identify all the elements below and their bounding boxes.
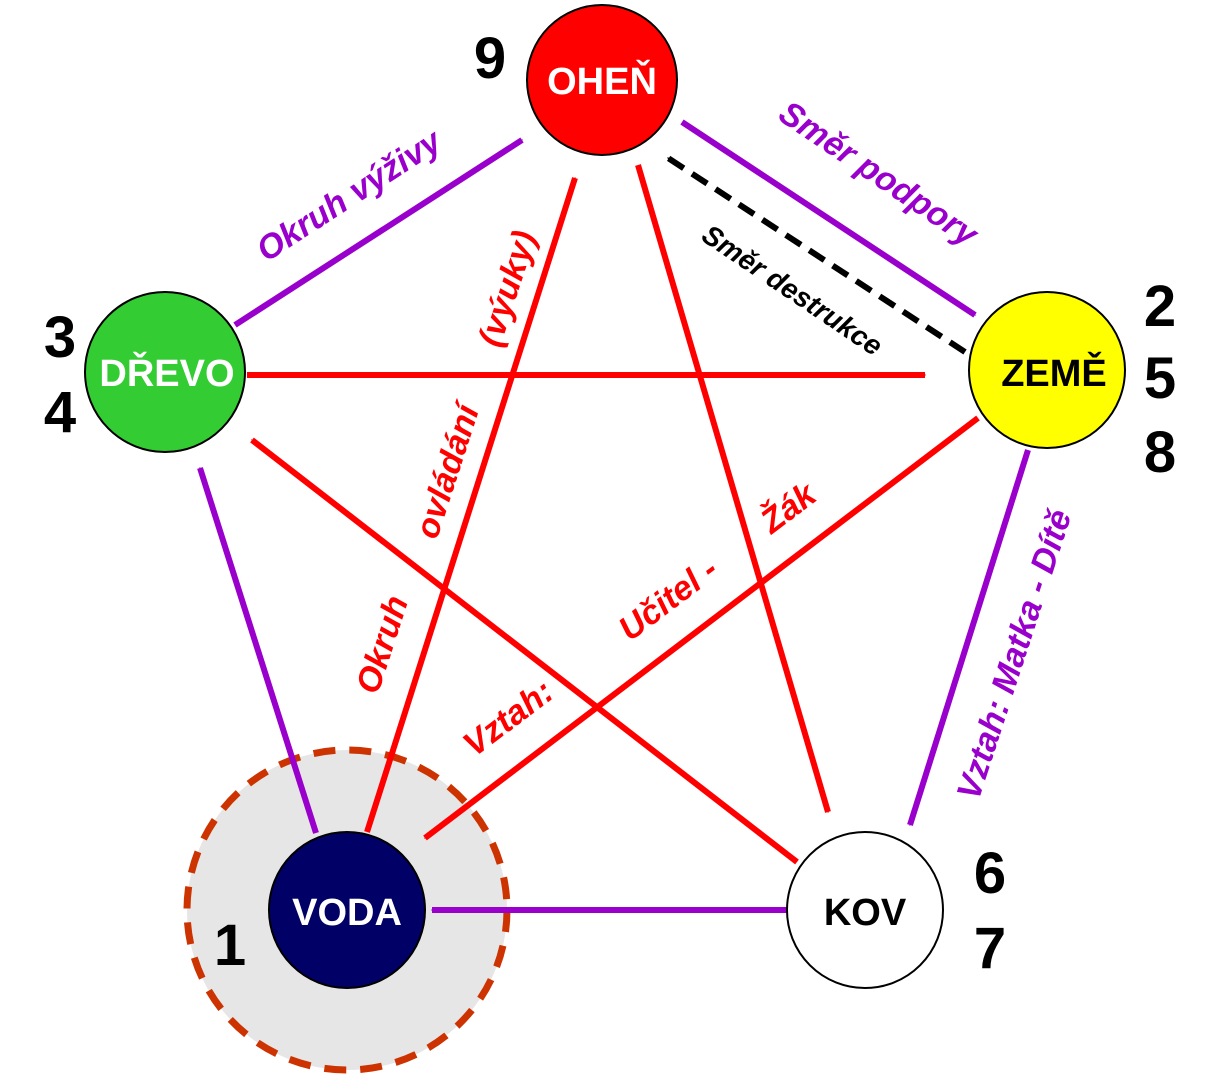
node-voda: VODA xyxy=(268,831,426,989)
label-ovladani: ovládání xyxy=(408,396,488,543)
node-zeme: ZEMĚ xyxy=(968,291,1126,449)
label-zak: Žák xyxy=(753,474,825,541)
drevo-number-3: 3 xyxy=(44,305,76,370)
node-ohen-circle xyxy=(526,4,678,156)
node-voda-label: VODA xyxy=(292,892,402,934)
zeme-number-2: 2 xyxy=(1144,274,1176,339)
arrow-zeme-to-kov xyxy=(907,449,1031,827)
label-okruh: Okruh xyxy=(349,591,416,698)
arrow-voda-to-drevo xyxy=(197,466,319,834)
arrow-kov-to-drevo xyxy=(250,437,799,865)
node-zeme-label: ZEMĚ xyxy=(1001,351,1107,395)
kov-number-6: 6 xyxy=(974,841,1006,906)
node-kov-circle xyxy=(786,831,944,989)
support-cycle-arrows xyxy=(197,119,1031,913)
label-ucitel: Učitel - xyxy=(612,550,725,649)
node-ohen: OHEŇ xyxy=(526,4,678,156)
label-smer-podpory: Směr podpory xyxy=(772,94,986,256)
control-cycle-arrows xyxy=(247,164,980,865)
arrow-voda-to-ohen xyxy=(364,176,578,833)
node-drevo-circle xyxy=(84,291,246,453)
zeme-number-8: 8 xyxy=(1144,420,1176,485)
arrow-zeme-to-voda xyxy=(423,415,980,841)
arrow-drevo-to-ohen xyxy=(233,137,524,328)
label-okruh-vyzivy: Okruh výživy xyxy=(250,121,450,269)
zeme-number-5: 5 xyxy=(1144,346,1176,411)
arrow-ohen-to-kov xyxy=(635,164,831,814)
node-zeme-circle xyxy=(968,291,1126,449)
node-kov: KOV xyxy=(786,831,944,989)
drevo-number-4: 4 xyxy=(44,380,76,445)
arrow-ohen-to-zeme xyxy=(680,119,977,318)
label-vztah-matka-dite: Vztah: Matka - Dítě xyxy=(950,505,1080,804)
node-voda-circle xyxy=(268,831,426,989)
voda-number-1: 1 xyxy=(214,913,246,978)
kov-number-7: 7 xyxy=(974,916,1006,981)
node-kov-label: KOV xyxy=(824,892,907,934)
arrow-zeme-to-ohen-destruction xyxy=(666,155,967,355)
node-drevo-label: DŘEVO xyxy=(99,351,234,395)
node-ohen-label: OHEŇ xyxy=(547,59,657,103)
label-vyuky: (výuky) xyxy=(471,226,544,351)
node-drevo: DŘEVO xyxy=(84,291,246,453)
ohen-number-9: 9 xyxy=(474,26,506,91)
